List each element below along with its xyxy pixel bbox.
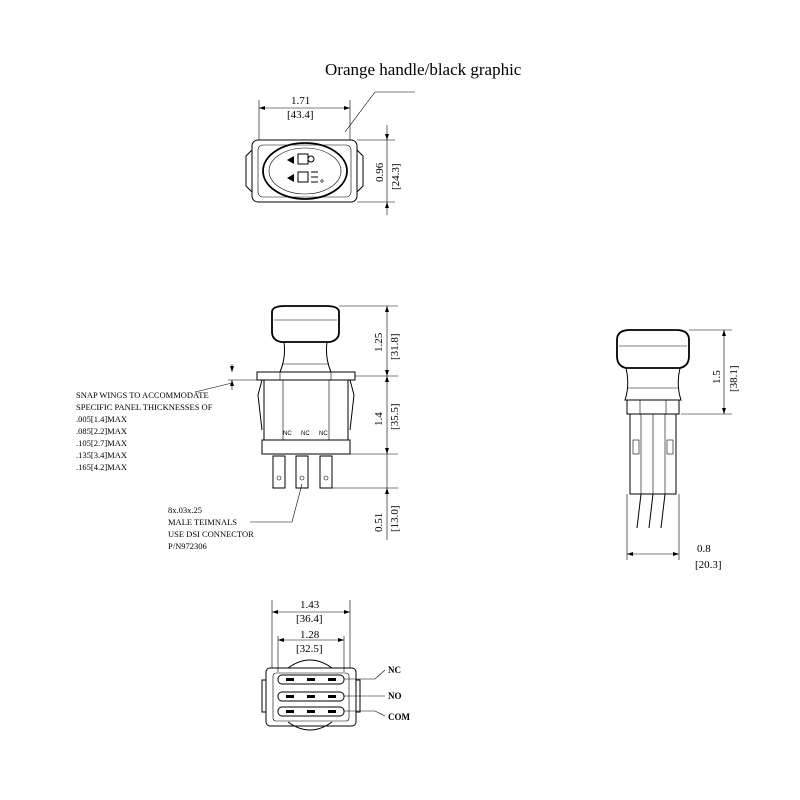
terminal-label-nc: NC (388, 665, 401, 675)
terminal-label-com: COM (388, 712, 411, 722)
title-leader (344, 91, 415, 133)
snap-note-line-7: .165[4.2]MAX (76, 462, 127, 472)
terminal-note-line-3: USE DSI CONNECTOR (168, 529, 254, 539)
bottom-inner-width-mm: [32.5] (296, 643, 323, 655)
front-contact-label-3: NC (319, 431, 328, 437)
top-view-right-flange (356, 149, 364, 193)
top-view-handle (262, 142, 348, 200)
front-contact-label-1: NC (283, 431, 292, 437)
side-height-inch: 1.5 (711, 370, 723, 384)
top-view-left-flange (245, 149, 253, 193)
mower-graphic-icon (287, 153, 324, 183)
terminal-note-leader (250, 483, 303, 523)
front-handle-height-inch: 1.25 (373, 332, 385, 352)
front-terminal-length-mm: [13.0] (389, 505, 401, 532)
side-terminal-1 (636, 493, 642, 529)
front-terminal-2 (295, 455, 309, 489)
top-height-mm: [24.3] (390, 163, 402, 190)
front-terminal-length-inch: 0.51 (373, 513, 385, 532)
nc-leader (344, 669, 386, 680)
top-view: 1.71 [43.4] 0.96 [24.3] (245, 95, 402, 215)
front-handle-neck (279, 341, 332, 373)
front-body-height-mm: [35.5] (389, 403, 401, 430)
snap-note-line-2: SPECIFIC PANEL THICKNESSES OF (76, 402, 213, 412)
side-terminal-3 (660, 493, 666, 529)
top-height-inch: 0.96 (374, 162, 386, 182)
drawing-title: Orange handle/black graphic (325, 60, 522, 79)
terminal-label-no: NO (388, 691, 402, 701)
top-width-mm: [43.4] (287, 109, 314, 121)
terminal-note-line-1: 8x.03x.25 (168, 505, 202, 515)
snap-note-line-3: .005[1.4]MAX (76, 414, 127, 424)
top-view-housing-inner (257, 144, 352, 198)
front-left-snap-wing (257, 379, 263, 431)
snap-note-line-4: .085[2.2]MAX (76, 426, 127, 436)
front-right-snap-wing (349, 379, 355, 431)
side-view: 1.5 [38.1] 0.8 [20.3] (616, 329, 740, 571)
side-terminal-2 (648, 493, 654, 529)
side-handle-neck (624, 367, 682, 401)
front-body-base (261, 439, 351, 455)
front-terminal-3 (319, 455, 333, 489)
top-view-handle-inner (268, 147, 342, 195)
front-contact-label-2: NC (301, 431, 310, 437)
front-view: NC NC NC SNAP WINGS TO ACCOMMODATE SPECI… (76, 305, 401, 551)
snap-note-line-6: .135[3.4]MAX (76, 450, 127, 460)
snap-note-line-5: .105[2.7]MAX (76, 438, 127, 448)
bottom-outer-width-inch: 1.43 (300, 599, 320, 611)
front-terminals (272, 455, 333, 489)
front-body-height-inch: 1.4 (373, 412, 385, 426)
bottom-outer-width-mm: [36.4] (296, 613, 323, 625)
top-width-inch: 1.71 (291, 95, 310, 107)
front-handle-height-mm: [31.8] (389, 333, 401, 360)
side-width-mm: [20.3] (695, 559, 722, 571)
front-flange (256, 371, 356, 381)
top-view-housing (251, 139, 358, 203)
side-handle-cap (616, 329, 690, 369)
side-width-inch: 0.8 (697, 543, 711, 555)
front-handle-cap (271, 305, 340, 343)
terminal-note-line-4: P/N972306 (168, 541, 207, 551)
front-terminal-1 (272, 455, 286, 489)
bottom-view: 1.43 [36.4] 1.28 [32.5] NC NO COM (261, 599, 411, 731)
bottom-inner-width-inch: 1.28 (300, 629, 320, 641)
terminal-note-line-2: MALE TEIMNALS (168, 517, 237, 527)
side-height-mm: [38.1] (728, 365, 740, 392)
side-flange (626, 399, 680, 415)
bottom-flange-top (287, 659, 333, 669)
snap-note-line-1: SNAP WINGS TO ACCOMMODATE (76, 390, 209, 400)
bottom-flange-bottom (287, 721, 333, 731)
snap-note-leader (194, 382, 233, 393)
com-leader (344, 710, 386, 717)
